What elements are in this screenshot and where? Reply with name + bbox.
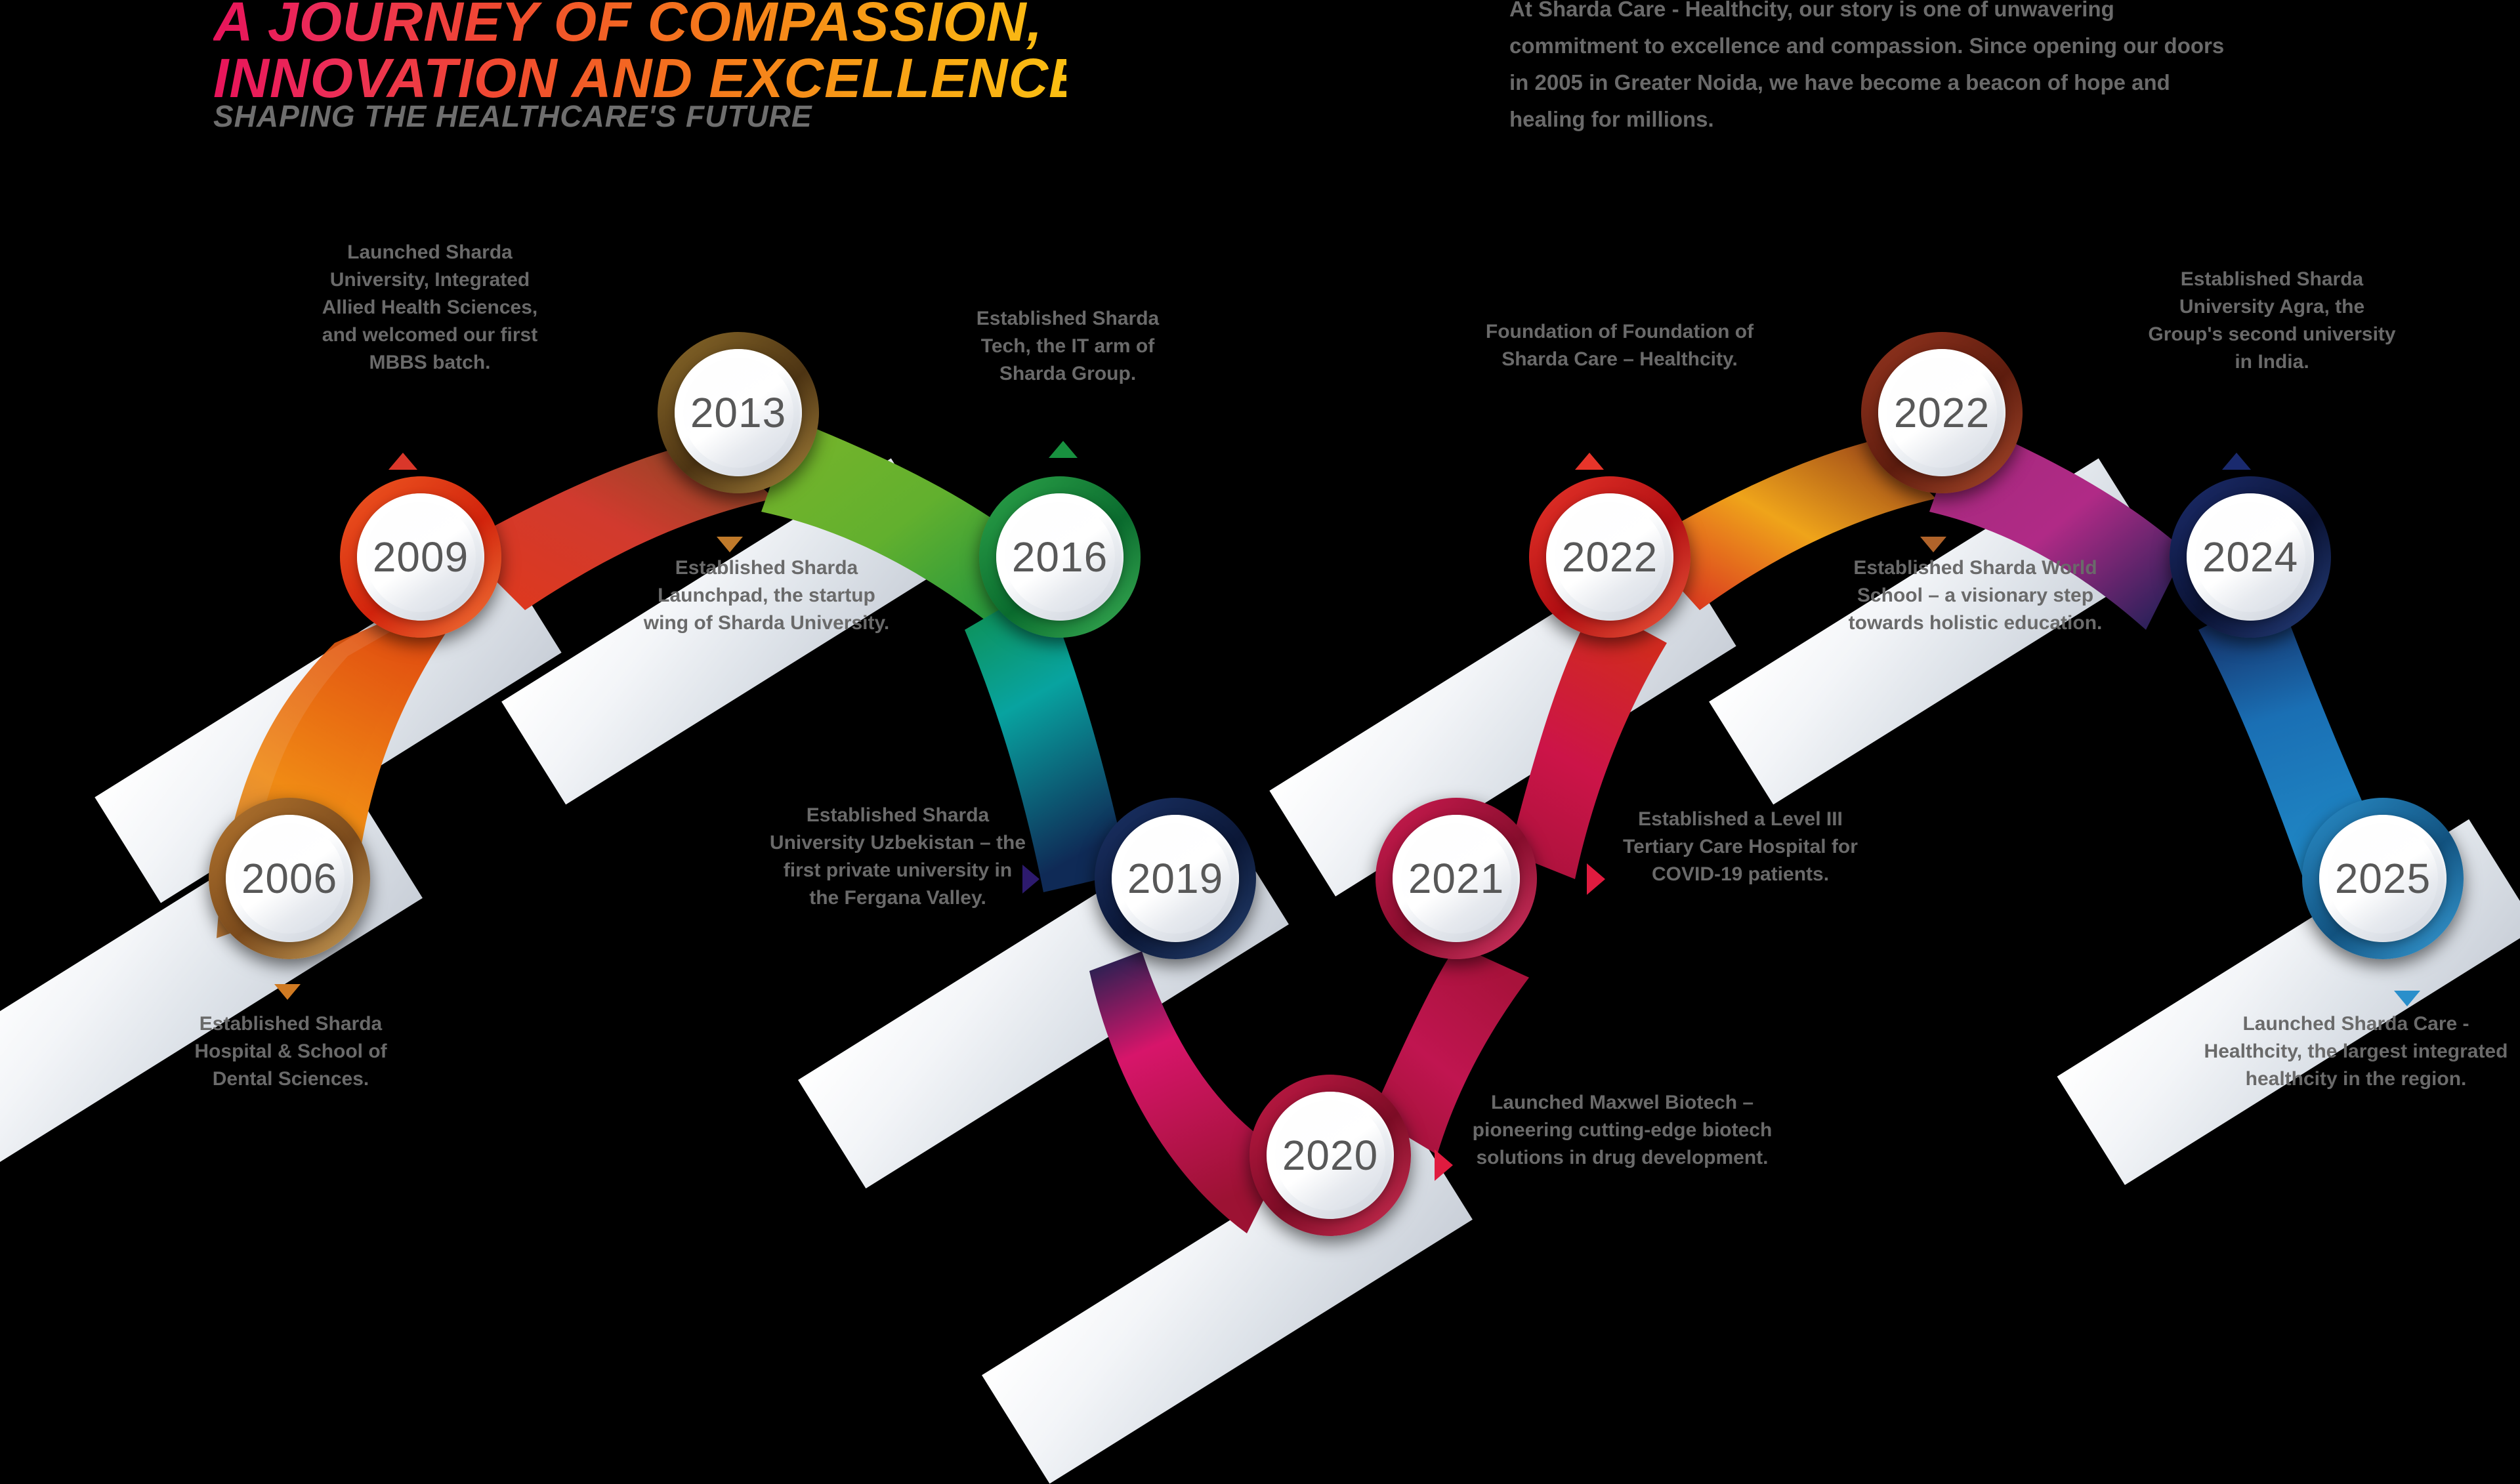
- pointer-marker-2019: [1022, 865, 1040, 894]
- timeline-node-2022a[interactable]: 2022: [1529, 476, 1690, 638]
- node-year-label: 2016: [1011, 533, 1108, 581]
- pointer-marker-2022a: [1575, 453, 1604, 470]
- node-year-label: 2022: [1561, 533, 1658, 581]
- pointer-marker-2021: [1587, 863, 1605, 895]
- node-disc: [1546, 493, 1673, 621]
- caption-2016: Established Sharda Tech, the IT arm of S…: [976, 308, 1160, 384]
- node-disc: [2187, 493, 2314, 621]
- timeline-node-2006[interactable]: 2006: [209, 798, 370, 959]
- caption-2024: Established Sharda University Agra, the …: [2148, 268, 2396, 373]
- caption-2006: Established Sharda Hospital & School of …: [194, 1013, 387, 1090]
- node-year-label: 2024: [2202, 533, 2299, 581]
- node-year-label: 2006: [241, 855, 338, 902]
- pointer-marker-2006: [274, 984, 301, 1000]
- pointer-marker-2013: [717, 537, 743, 552]
- node-year-label: 2019: [1127, 855, 1224, 902]
- ribbon-2024-2025: [2198, 590, 2382, 879]
- node-year-label: 2020: [1282, 1132, 1379, 1179]
- timeline-node-2013[interactable]: 2013: [658, 332, 819, 493]
- ribbon-2009-2013: [459, 440, 774, 610]
- ribbon-2022a-2022b: [1641, 440, 1936, 610]
- title-line-2: INNOVATION AND EXCELLENCE: [213, 47, 1087, 109]
- node-disc: [226, 815, 353, 942]
- caption-2022a: Foundation of Foundation of Sharda Care …: [1485, 321, 1754, 370]
- node-year-label: 2022: [1893, 389, 1990, 436]
- ribbon-2016-2019: [965, 584, 1129, 892]
- pointer-marker-2009: [388, 453, 417, 470]
- node-disc: [1112, 815, 1239, 942]
- timeline-node-2009[interactable]: 2009: [340, 476, 501, 638]
- timeline-node-2016[interactable]: 2016: [979, 476, 1141, 638]
- caption-2009: Launched Sharda University, Integrated A…: [322, 241, 538, 373]
- ribbon-2019-2020: [1089, 951, 1286, 1233]
- timeline-node-2025[interactable]: 2025: [2302, 798, 2464, 959]
- node-disc: [996, 493, 1124, 621]
- node-year-label: 2009: [372, 533, 469, 581]
- node-disc: [1267, 1092, 1394, 1219]
- pointer-marker-2022b: [1920, 537, 1946, 552]
- intro-paragraph: At Sharda Care - Healthcity, our story i…: [1509, 0, 2225, 131]
- caption-2021: Established a Level III Tertiary Care Ho…: [1623, 808, 1858, 885]
- timeline-node-2019[interactable]: 2019: [1095, 798, 1256, 959]
- pointer-marker-2025: [2394, 991, 2420, 1006]
- node-year-label: 2013: [690, 389, 787, 436]
- caption-2019: Established Sharda University Uzbekistan…: [769, 804, 1026, 909]
- node-year-label: 2025: [2334, 855, 2431, 902]
- node-disc: [1878, 349, 2006, 476]
- caption-2022b: Established Sharda World School – a visi…: [1848, 557, 2103, 634]
- node-year-label: 2021: [1408, 855, 1505, 902]
- timeline-node-2021[interactable]: 2021: [1376, 798, 1537, 959]
- timeline-node-2020[interactable]: 2020: [1250, 1075, 1411, 1236]
- timeline-node-2024[interactable]: 2024: [2170, 476, 2331, 638]
- page-subtitle: SHAPING THE HEALTHCARE'S FUTURE: [213, 99, 812, 133]
- node-disc: [357, 493, 484, 621]
- pointer-marker-2016: [1049, 441, 1078, 458]
- ribbon-2021-2022a: [1509, 604, 1667, 879]
- timeline-node-2022b[interactable]: 2022: [1861, 332, 2023, 493]
- node-disc: [1393, 815, 1520, 942]
- ribbon-2020-2021: [1372, 945, 1529, 1155]
- ribbon-2013-2016: [761, 420, 1037, 630]
- caption-2020: Launched Maxwel Biotech – pioneering cut…: [1472, 1092, 1773, 1168]
- pointer-marker-2020: [1435, 1149, 1453, 1181]
- node-disc: [2319, 815, 2446, 942]
- title-line-1: A JOURNEY OF COMPASSION,: [213, 0, 1066, 50]
- page-title: A JOURNEY OF COMPASSION, INNOVATION AND …: [213, 0, 1087, 109]
- caption-2013: Established Sharda Launchpad, the startu…: [643, 557, 890, 634]
- node-disc: [675, 349, 802, 476]
- caption-2025: Launched Sharda Care - Healthcity, the l…: [2204, 1013, 2508, 1090]
- pointer-marker-2024: [2222, 453, 2251, 470]
